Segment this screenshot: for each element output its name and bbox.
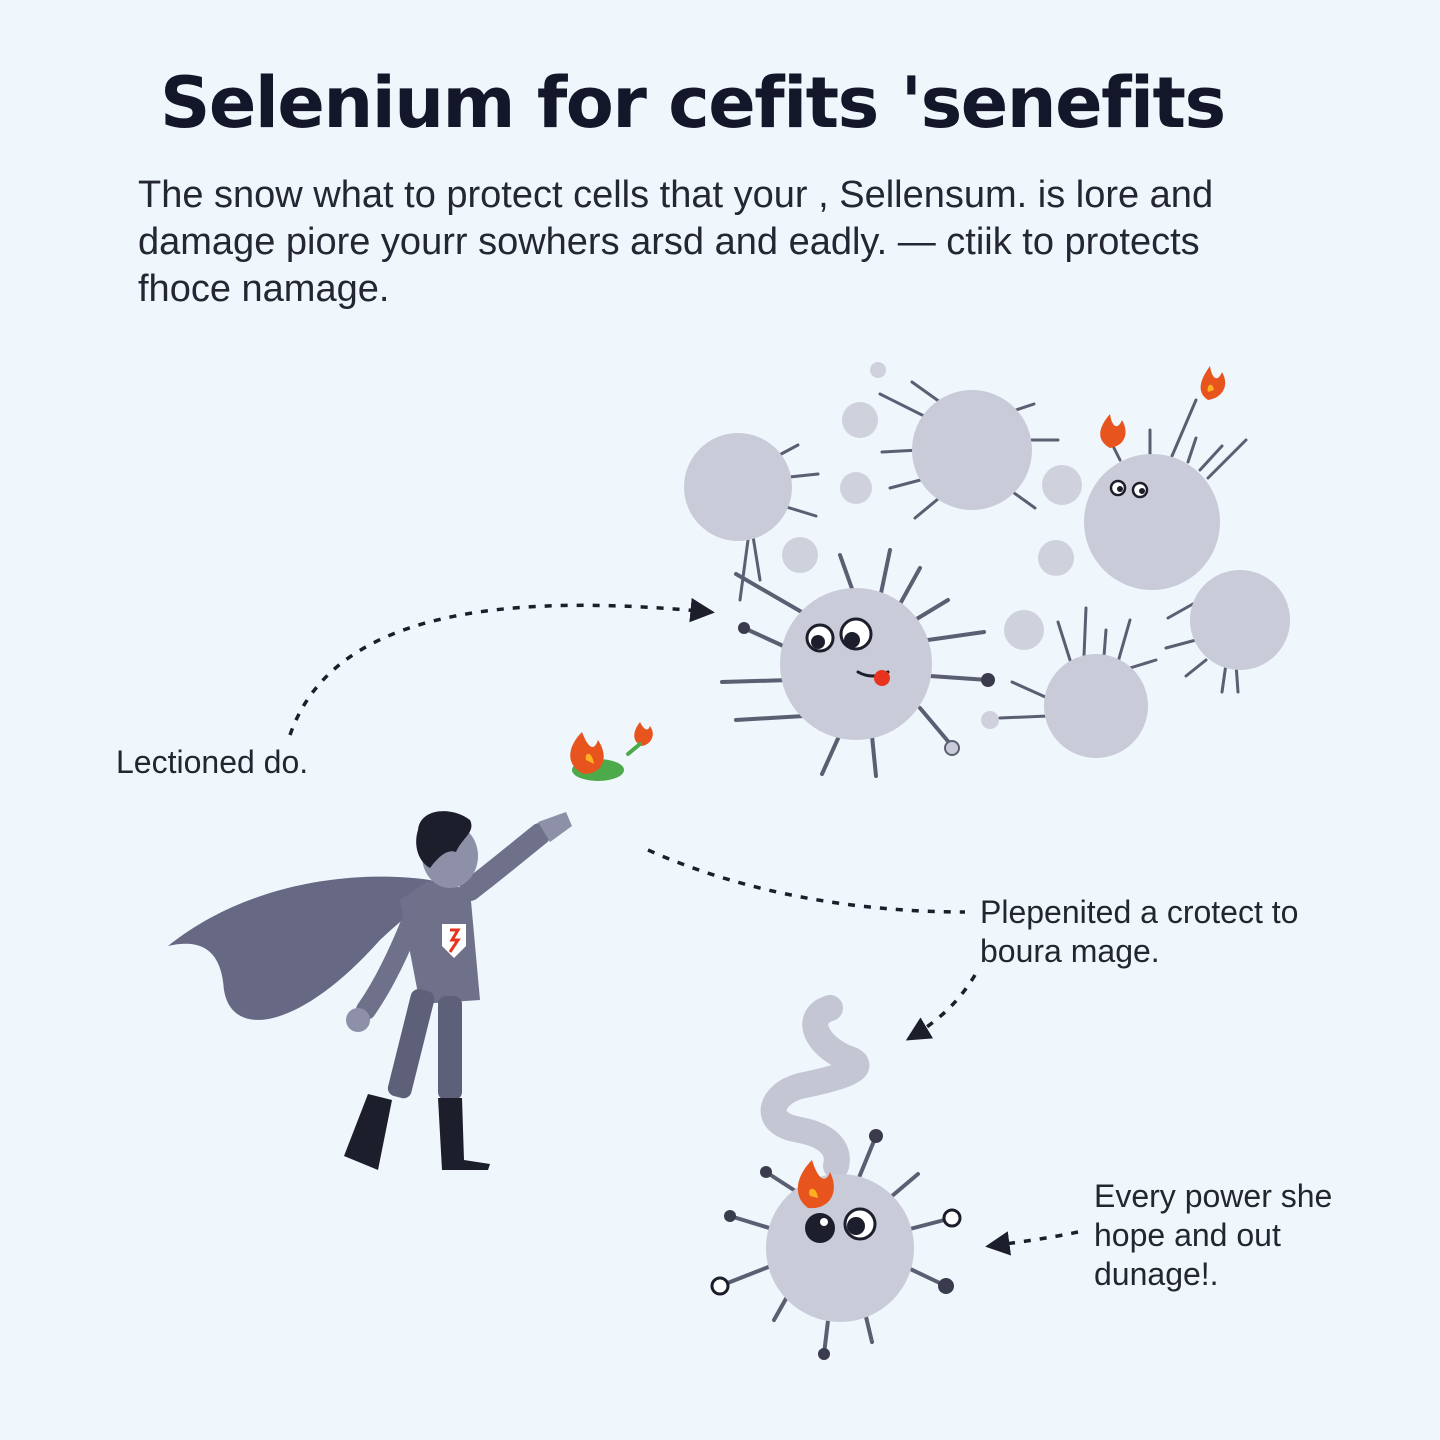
smoke-icon — [760, 995, 870, 1179]
arrow-to-cluster — [288, 597, 715, 736]
cell-right — [1164, 570, 1290, 694]
superhero-figure — [168, 811, 572, 1170]
cell-middle-right — [998, 606, 1158, 758]
intro-paragraph: The snow what to protect cells that your… — [138, 172, 1318, 313]
flame-icon-thrown — [570, 722, 653, 781]
free-radical-cell-bottom — [710, 1129, 962, 1360]
arrow-to-smoke — [905, 974, 977, 1041]
left-caption: Lectioned do. — [116, 744, 309, 780]
arrow-from-hero — [647, 848, 966, 914]
intro-line-1: The snow what to protect cells that your… — [138, 174, 1214, 216]
flame-icon-cluster-2 — [1100, 414, 1126, 448]
cell-top — [878, 380, 1060, 520]
flame-icon-cluster-1 — [1200, 366, 1226, 400]
cell-left — [684, 433, 820, 602]
bottom-caption: Every power she hope and out dunage!. — [1094, 1178, 1333, 1292]
middle-caption: Plepenited a crotect to boura mage. — [980, 894, 1299, 969]
flame-icon-bottom — [797, 1160, 834, 1209]
intro-line-2: damage piore yourr sowhers arsd and eadl… — [138, 221, 1200, 263]
cape — [168, 876, 440, 1020]
free-radical-cell-main — [720, 548, 995, 778]
cell-top-right — [1084, 398, 1248, 590]
page-title: Selenium for cefits 'senefits — [160, 62, 1226, 144]
arrow-to-bottom-cell — [985, 1230, 1079, 1256]
intro-line-3: fhoce namage. — [138, 268, 390, 310]
floating-bubbles — [782, 362, 1082, 729]
